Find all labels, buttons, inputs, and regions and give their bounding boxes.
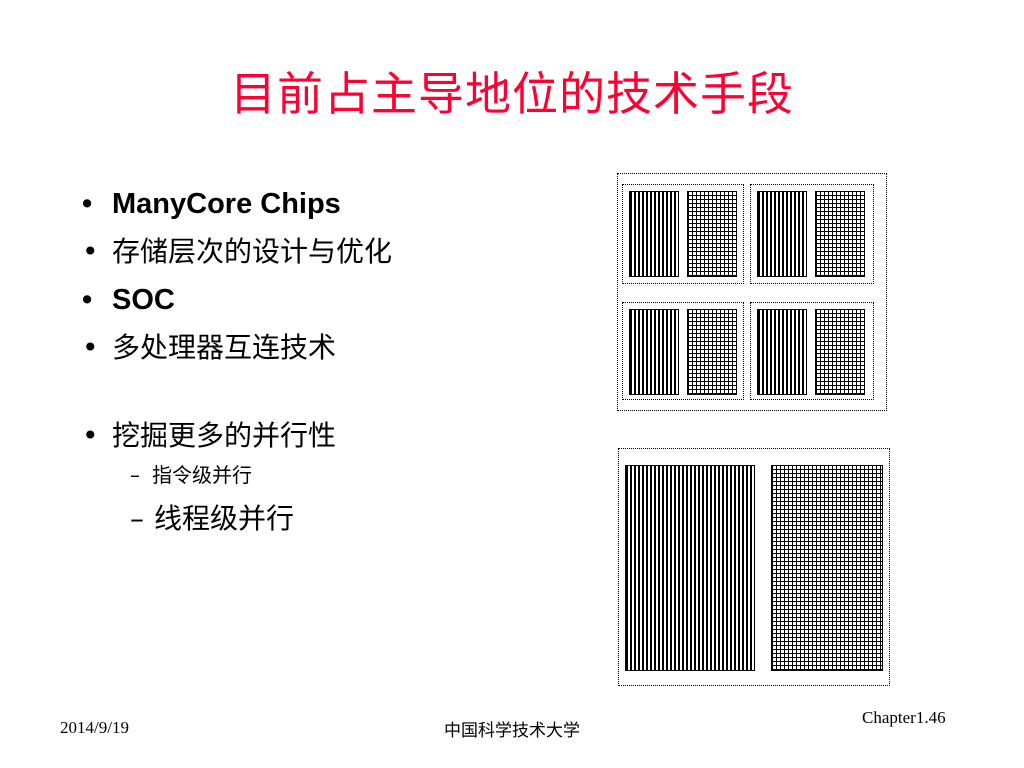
- grid-bank: [815, 191, 865, 277]
- grid-bank: [687, 191, 737, 277]
- dash-marker: –: [130, 502, 144, 535]
- sub-item-ilp: – 指令级并行: [78, 460, 598, 496]
- bullet-item-parallelism: • 挖掘更多的并行性: [78, 412, 598, 460]
- bullet-dot: •: [82, 235, 99, 268]
- bullet-dot: •: [82, 419, 99, 452]
- vertical-bar-bank: [629, 191, 679, 277]
- core-block: [622, 184, 744, 284]
- bullet-item-manycore: • ManyCore Chips: [78, 180, 598, 228]
- grid-bank: [687, 309, 737, 395]
- grid-bank: [815, 309, 865, 395]
- footer-date: 2014/9/19: [60, 718, 129, 737]
- bullet-text: 多处理器互连技术: [112, 331, 337, 364]
- bullet-item-interconnect: • 多处理器互连技术: [78, 324, 598, 372]
- core-block: [750, 184, 874, 284]
- vertical-bar-bank: [629, 309, 679, 395]
- single-core-chip-diagram: [618, 448, 890, 686]
- core-block: [622, 302, 744, 400]
- bullet-dot: •: [82, 188, 93, 220]
- sub-item-text: 指令级并行: [152, 463, 252, 487]
- vertical-bar-bank: [757, 191, 807, 277]
- vertical-bar-bank: [757, 309, 807, 395]
- grid-bank: [771, 465, 883, 671]
- footer-organization: 中国科学技术大学: [444, 721, 580, 741]
- footer-chapter: Chapter1.46: [862, 708, 946, 727]
- dash-marker: –: [130, 463, 140, 487]
- bullet-text: ManyCore Chips: [112, 188, 341, 220]
- bullet-dot: •: [82, 284, 93, 316]
- bullet-item-soc: • SOC: [78, 276, 598, 324]
- vertical-bar-bank: [625, 465, 755, 671]
- multicore-chip-diagram: [617, 173, 887, 411]
- bullet-item-memory-hierarchy: • 存储层次的设计与优化: [78, 228, 598, 276]
- core-block: [750, 302, 874, 400]
- bullet-text: 挖掘更多的并行性: [112, 419, 337, 452]
- slide-title: 目前占主导地位的技术手段: [230, 67, 794, 121]
- bullet-text: SOC: [112, 284, 175, 316]
- bullet-text: 存储层次的设计与优化: [112, 235, 393, 268]
- sub-item-tlp: – 线程级并行: [78, 496, 598, 546]
- sub-item-text: 线程级并行: [154, 502, 295, 535]
- bullet-dot: •: [82, 331, 99, 364]
- spacer: [78, 372, 598, 412]
- bullet-list: • ManyCore Chips • 存储层次的设计与优化 • SOC • 多处…: [78, 180, 598, 546]
